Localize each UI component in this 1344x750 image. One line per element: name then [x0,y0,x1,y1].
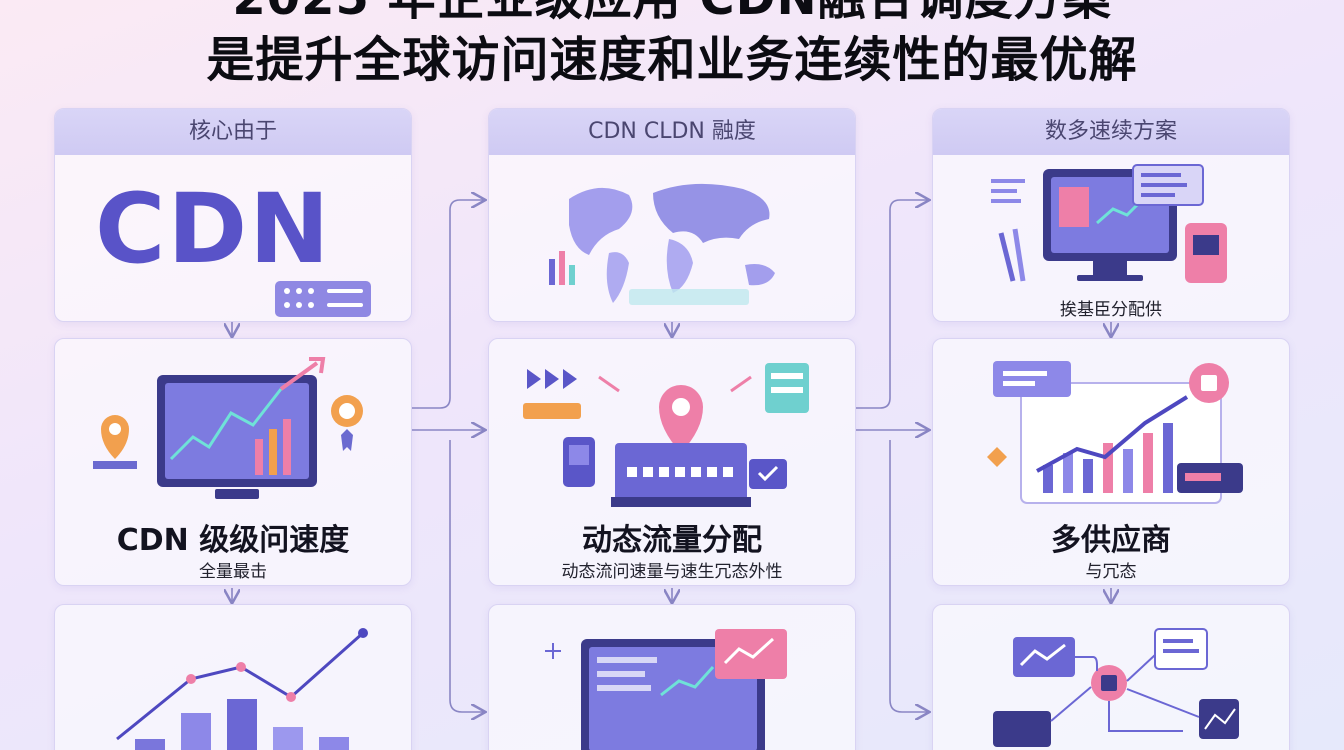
card-sub-multi-vendor: 与冗态 [1085,562,1137,582]
traffic-routing-illustration [523,363,809,507]
card-header-multi: 数多速续方案 [933,109,1289,155]
monitor-chart-illustration [93,357,363,499]
card-core-cdn: 核心由于 CDN [54,108,412,322]
growth-chart-illustration [987,361,1243,504]
card-cdn-fusion: CDN CLDN 融度 [488,108,856,322]
page-title-line-1: 2025 年企业级应用 CDN融合调度方案 [0,0,1344,28]
card-network-topology [932,604,1290,750]
card-caption-multi: 挨基臣分配供 [1060,300,1162,320]
network-topology-illustration [993,628,1239,747]
card-title-dynamic-traffic: 动态流量分配 [582,523,762,558]
card-multi-solution: 数多速续方案 挨基臣分配供 [932,108,1290,322]
arrow-col1-col2-bottom [449,440,484,712]
page-title-line-2: 是提升全球访问速度和业务连续性的最优解 [206,32,1138,88]
arrow-col2-col3-bottom [889,440,928,712]
card-cdn-speed: CDN 级级问速度 全量最击 [54,338,412,586]
cdn-logo: CDN [95,173,332,285]
card-sub-cdn-speed: 全量最击 [199,562,267,582]
card-dashboard [488,604,856,750]
card-title-cdn-speed: CDN 级级问速度 [116,523,350,558]
server-rack-icon [275,281,371,317]
arrow-col2-col3-top [856,200,928,409]
card-dynamic-traffic: 动态流量分配 动态流问速量与速生冗态外性 [488,338,856,586]
card-multi-vendor: 多供应商 与冗态 [932,338,1290,586]
laptop-dashboard-illustration [545,629,787,750]
card-sub-dynamic-traffic: 动态流问速量与速生冗态外性 [561,562,783,582]
arrow-col1-col2-top [412,200,484,409]
card-header-fusion: CDN CLDN 融度 [489,109,855,155]
bar-line-chart-illustration [116,628,368,750]
card-header-core: 核心由于 [55,109,411,155]
world-map-illustration [549,183,775,305]
card-title-multi-vendor: 多供应商 [1051,523,1171,558]
workstation-illustration [991,164,1227,283]
card-analytics [54,604,412,750]
